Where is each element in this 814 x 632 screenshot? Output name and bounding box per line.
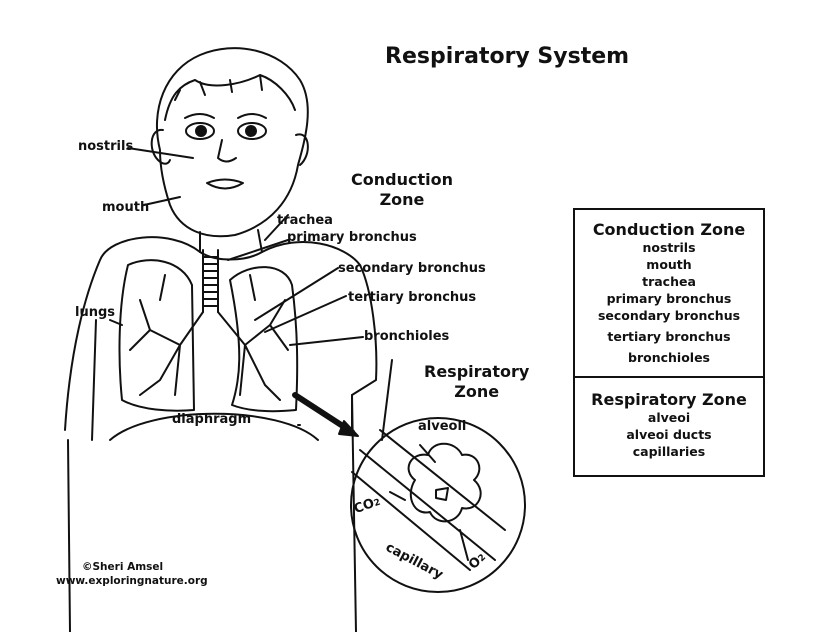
respiratory-zone-caption: Respiratory Zone [424, 362, 529, 402]
legend-item: mouth [646, 257, 692, 272]
head-outline [156, 47, 309, 238]
hair [164, 74, 296, 121]
diaphragm-line [109, 412, 319, 441]
page-title: Respiratory System [385, 44, 630, 69]
legend-item: tertiary bronchus [607, 329, 731, 344]
legend-item: alveoi ducts [626, 427, 712, 442]
label-lungs: lungs [75, 305, 116, 320]
respiratory-caption-line1: Respiratory [424, 362, 530, 381]
conduction-zone-caption: Conduction Zone [351, 170, 453, 210]
conduction-caption-line2: Zone [379, 190, 425, 209]
label-nostrils: nostrils [78, 139, 134, 154]
eye-left [185, 122, 215, 140]
label-primary-bronchus: primary bronchus [287, 230, 417, 245]
legend-item: bronchioles [628, 350, 710, 365]
capillary-vessel [351, 429, 506, 571]
author-name: Sheri Amsel [92, 561, 164, 573]
trachea [202, 249, 219, 313]
legend-item: trachea [642, 274, 696, 289]
legend-item: secondary bronchus [597, 308, 741, 323]
label-tertiary-bronchus: tertiary bronchus [348, 290, 477, 305]
ear-left [150, 128, 171, 165]
legend-respiratory-heading: Respiratory Zone [591, 390, 747, 409]
legend-conduction-box: Conduction Zone nostrils mouth trachea p… [573, 208, 765, 378]
legend-item: alveoi [647, 410, 691, 425]
copyright-symbol: © [82, 561, 93, 573]
conduction-caption-line1: Conduction [351, 170, 453, 189]
label-diaphragm: diaphragm [172, 412, 252, 427]
credit-website: www.exploringnature.org [56, 575, 208, 587]
nose [217, 139, 237, 163]
credit-author: ©Sheri Amsel [82, 561, 163, 574]
eye-right [237, 122, 267, 140]
ear-right [295, 133, 309, 166]
mouth-shape [206, 178, 244, 190]
magnifier-circle [350, 417, 526, 593]
lung-left [118, 259, 195, 412]
label-mouth: mouth [102, 200, 150, 215]
legend-conduction-heading: Conduction Zone [592, 220, 746, 239]
label-alveoli: alveoli [418, 419, 467, 434]
label-secondary-bronchus: secondary bronchus [338, 261, 486, 276]
legend-item: nostrils [642, 240, 696, 255]
lung-right [229, 266, 299, 413]
bronchial-tree [129, 274, 289, 401]
shirt [64, 236, 378, 431]
legend-respiratory-box: Respiratory Zone alveoi alveoi ducts cap… [573, 376, 765, 477]
legend-item: primary bronchus [606, 291, 732, 306]
legend-item: capillaries [632, 444, 706, 459]
label-trachea: trachea [277, 213, 333, 228]
respiratory-caption-line2: Zone [454, 382, 500, 401]
label-bronchioles: bronchioles [364, 329, 450, 344]
